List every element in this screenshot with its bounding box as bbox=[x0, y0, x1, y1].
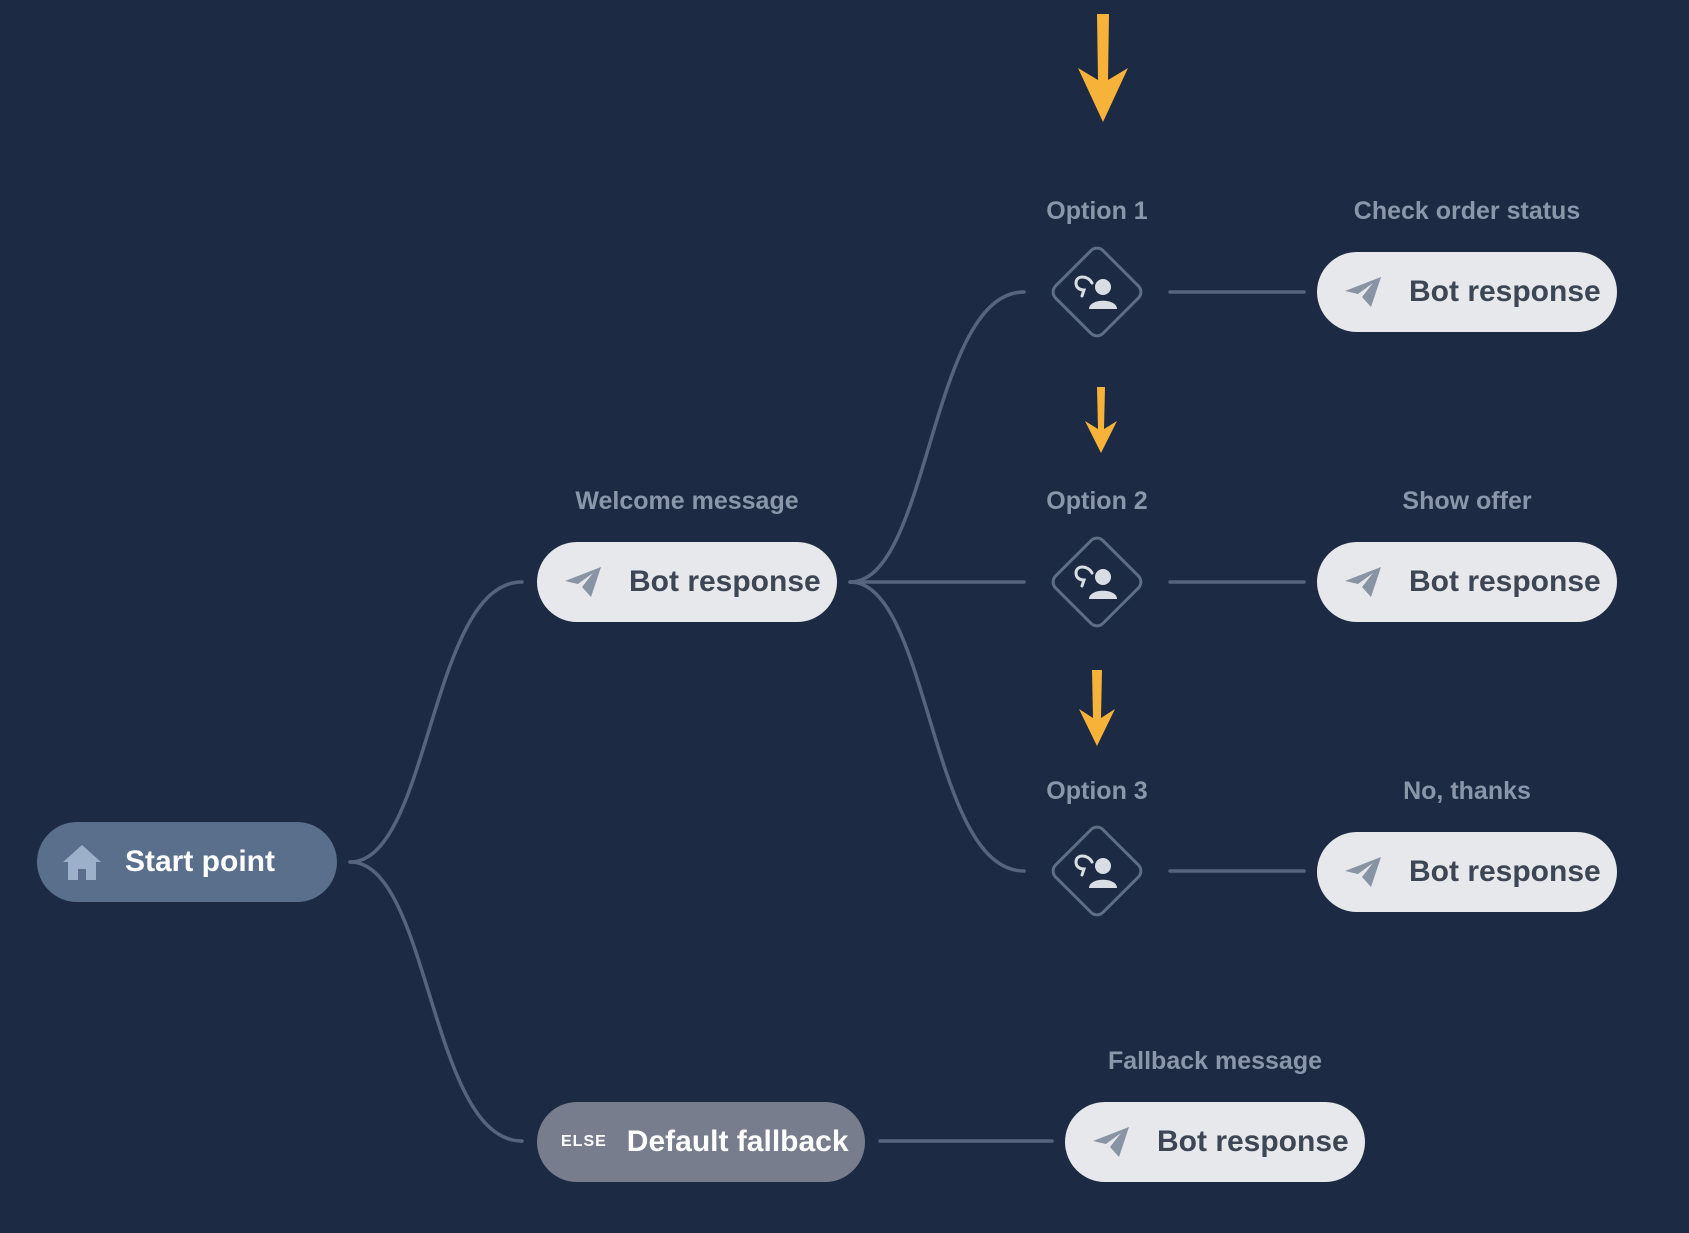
bot-response-label: Bot response bbox=[1409, 565, 1601, 598]
welcome-bot-response-node[interactable]: Bot response bbox=[537, 542, 837, 622]
paper-plane-icon bbox=[1091, 1125, 1131, 1159]
option-3-response-caption: No, thanks bbox=[1403, 777, 1531, 805]
fallback-bot-response-node[interactable]: Bot response bbox=[1065, 1102, 1365, 1182]
else-badge: ELSE bbox=[561, 1133, 607, 1150]
fallback-response-caption: Fallback message bbox=[1107, 1047, 1323, 1075]
connector-start-welcome bbox=[348, 580, 524, 864]
option-3-bot-response-node[interactable]: Bot response bbox=[1317, 832, 1617, 912]
connector-welcome-option1 bbox=[848, 290, 1026, 584]
arrow-down-icon bbox=[1079, 670, 1115, 746]
home-icon bbox=[61, 843, 103, 881]
option-1-bot-response-node[interactable]: Bot response bbox=[1317, 252, 1617, 332]
paper-plane-icon bbox=[563, 565, 603, 599]
option-2-node[interactable] bbox=[1042, 527, 1152, 637]
connector-welcome-option3 bbox=[848, 580, 1026, 873]
start-point-label: Start point bbox=[125, 845, 275, 878]
option-3-node[interactable] bbox=[1042, 816, 1152, 926]
connector-start-fallback bbox=[348, 860, 524, 1143]
bot-response-label: Bot response bbox=[1409, 275, 1601, 308]
option-3-label: Option 3 bbox=[1046, 777, 1148, 805]
user-reply-icon bbox=[1074, 275, 1117, 309]
user-reply-icon bbox=[1074, 565, 1117, 599]
paper-plane-icon bbox=[1343, 855, 1383, 889]
paper-plane-icon bbox=[1343, 275, 1383, 309]
welcome-caption: Welcome message bbox=[575, 487, 799, 515]
arrow-down-icon bbox=[1085, 387, 1117, 453]
option-2-bot-response-node[interactable]: Bot response bbox=[1317, 542, 1617, 622]
default-fallback-label: Default fallback bbox=[626, 1125, 849, 1158]
bot-response-label: Bot response bbox=[1157, 1125, 1349, 1158]
start-point-node[interactable]: Start point bbox=[37, 822, 337, 902]
option-1-label: Option 1 bbox=[1046, 197, 1148, 225]
option-1-node[interactable] bbox=[1042, 237, 1152, 347]
option-1-response-caption: Check order status bbox=[1353, 197, 1581, 225]
bot-response-label: Bot response bbox=[629, 565, 821, 598]
default-fallback-node[interactable]: ELSE Default fallback bbox=[537, 1102, 865, 1182]
user-reply-icon bbox=[1074, 854, 1117, 888]
option-2-response-caption: Show offer bbox=[1402, 487, 1532, 515]
bot-response-label: Bot response bbox=[1409, 855, 1601, 888]
paper-plane-icon bbox=[1343, 565, 1383, 599]
option-2-label: Option 2 bbox=[1046, 487, 1148, 515]
arrow-down-icon bbox=[1078, 14, 1128, 122]
